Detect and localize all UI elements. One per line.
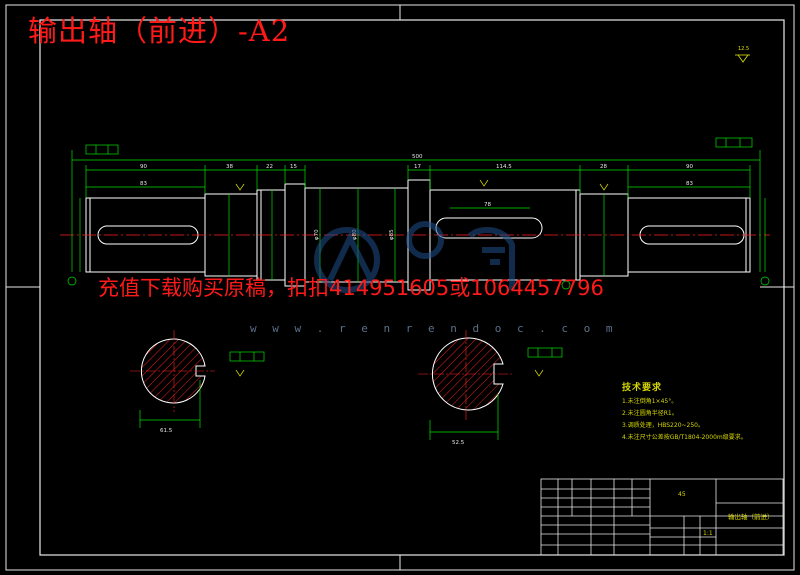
dim-seg5: 17 bbox=[414, 164, 421, 170]
title-block-scale: 1:1 bbox=[703, 530, 713, 537]
title-block bbox=[540, 478, 784, 556]
roughness-symbols bbox=[235, 179, 609, 377]
promo-text: 充值下载购买原稿，扣扣414951605或1064457796 bbox=[98, 276, 604, 300]
title-block-material: 45 bbox=[678, 491, 686, 498]
tech-req-heading: 技术要求 bbox=[622, 383, 663, 393]
dim-seg1: 90 bbox=[140, 164, 147, 170]
dim-seg6: 114.5 bbox=[496, 164, 512, 170]
section-left-dim: 61.5 bbox=[160, 428, 173, 434]
title-block-part-name: 输出轴（前进） bbox=[728, 513, 774, 521]
dim-dia-85: φ85 bbox=[389, 229, 395, 240]
dim-seg1-sub: 83 bbox=[140, 181, 147, 187]
watermark-logo bbox=[314, 221, 515, 293]
dim-total-length: 500 bbox=[412, 154, 423, 160]
roughness-symbol-top: 12.5 bbox=[735, 46, 750, 63]
tech-req-item: 3.调质处理，HBS220~250。 bbox=[622, 422, 704, 429]
dim-seg2: 38 bbox=[226, 164, 233, 170]
section-view-right: 52.5 bbox=[418, 330, 512, 446]
dim-seg4: 15 bbox=[290, 164, 297, 170]
section-right-dim: 52.5 bbox=[452, 440, 465, 446]
watermark-url: w w w . r e n r e n d o c . c o m bbox=[250, 322, 618, 335]
dimension-lines bbox=[67, 150, 770, 290]
tolerance-frames bbox=[85, 137, 753, 362]
dim-keyway-length: 78 bbox=[484, 202, 491, 208]
dim-dia-70: φ70 bbox=[314, 229, 320, 240]
dim-seg8-sub: 83 bbox=[686, 181, 693, 187]
tech-req-item: 2.未注圆角半径R1。 bbox=[622, 410, 678, 417]
dim-seg3: 22 bbox=[266, 164, 273, 170]
svg-text:12.5: 12.5 bbox=[738, 46, 749, 52]
tech-req-item: 1.未注倒角1×45°。 bbox=[622, 398, 678, 405]
tech-req-item: 4.未注尺寸公差按GB/T1804-2000m级要求。 bbox=[622, 434, 747, 441]
dim-dia-80: φ80 bbox=[352, 229, 358, 240]
page-title: 输出轴（前进）-A2 bbox=[28, 14, 291, 48]
section-view-left: 61.5 bbox=[130, 330, 215, 434]
dim-seg7: 28 bbox=[600, 164, 607, 170]
dim-seg8: 90 bbox=[686, 164, 693, 170]
technical-requirements: 技术要求 1.未注倒角1×45°。 2.未注圆角半径R1。 3.调质处理，HBS… bbox=[622, 382, 747, 444]
